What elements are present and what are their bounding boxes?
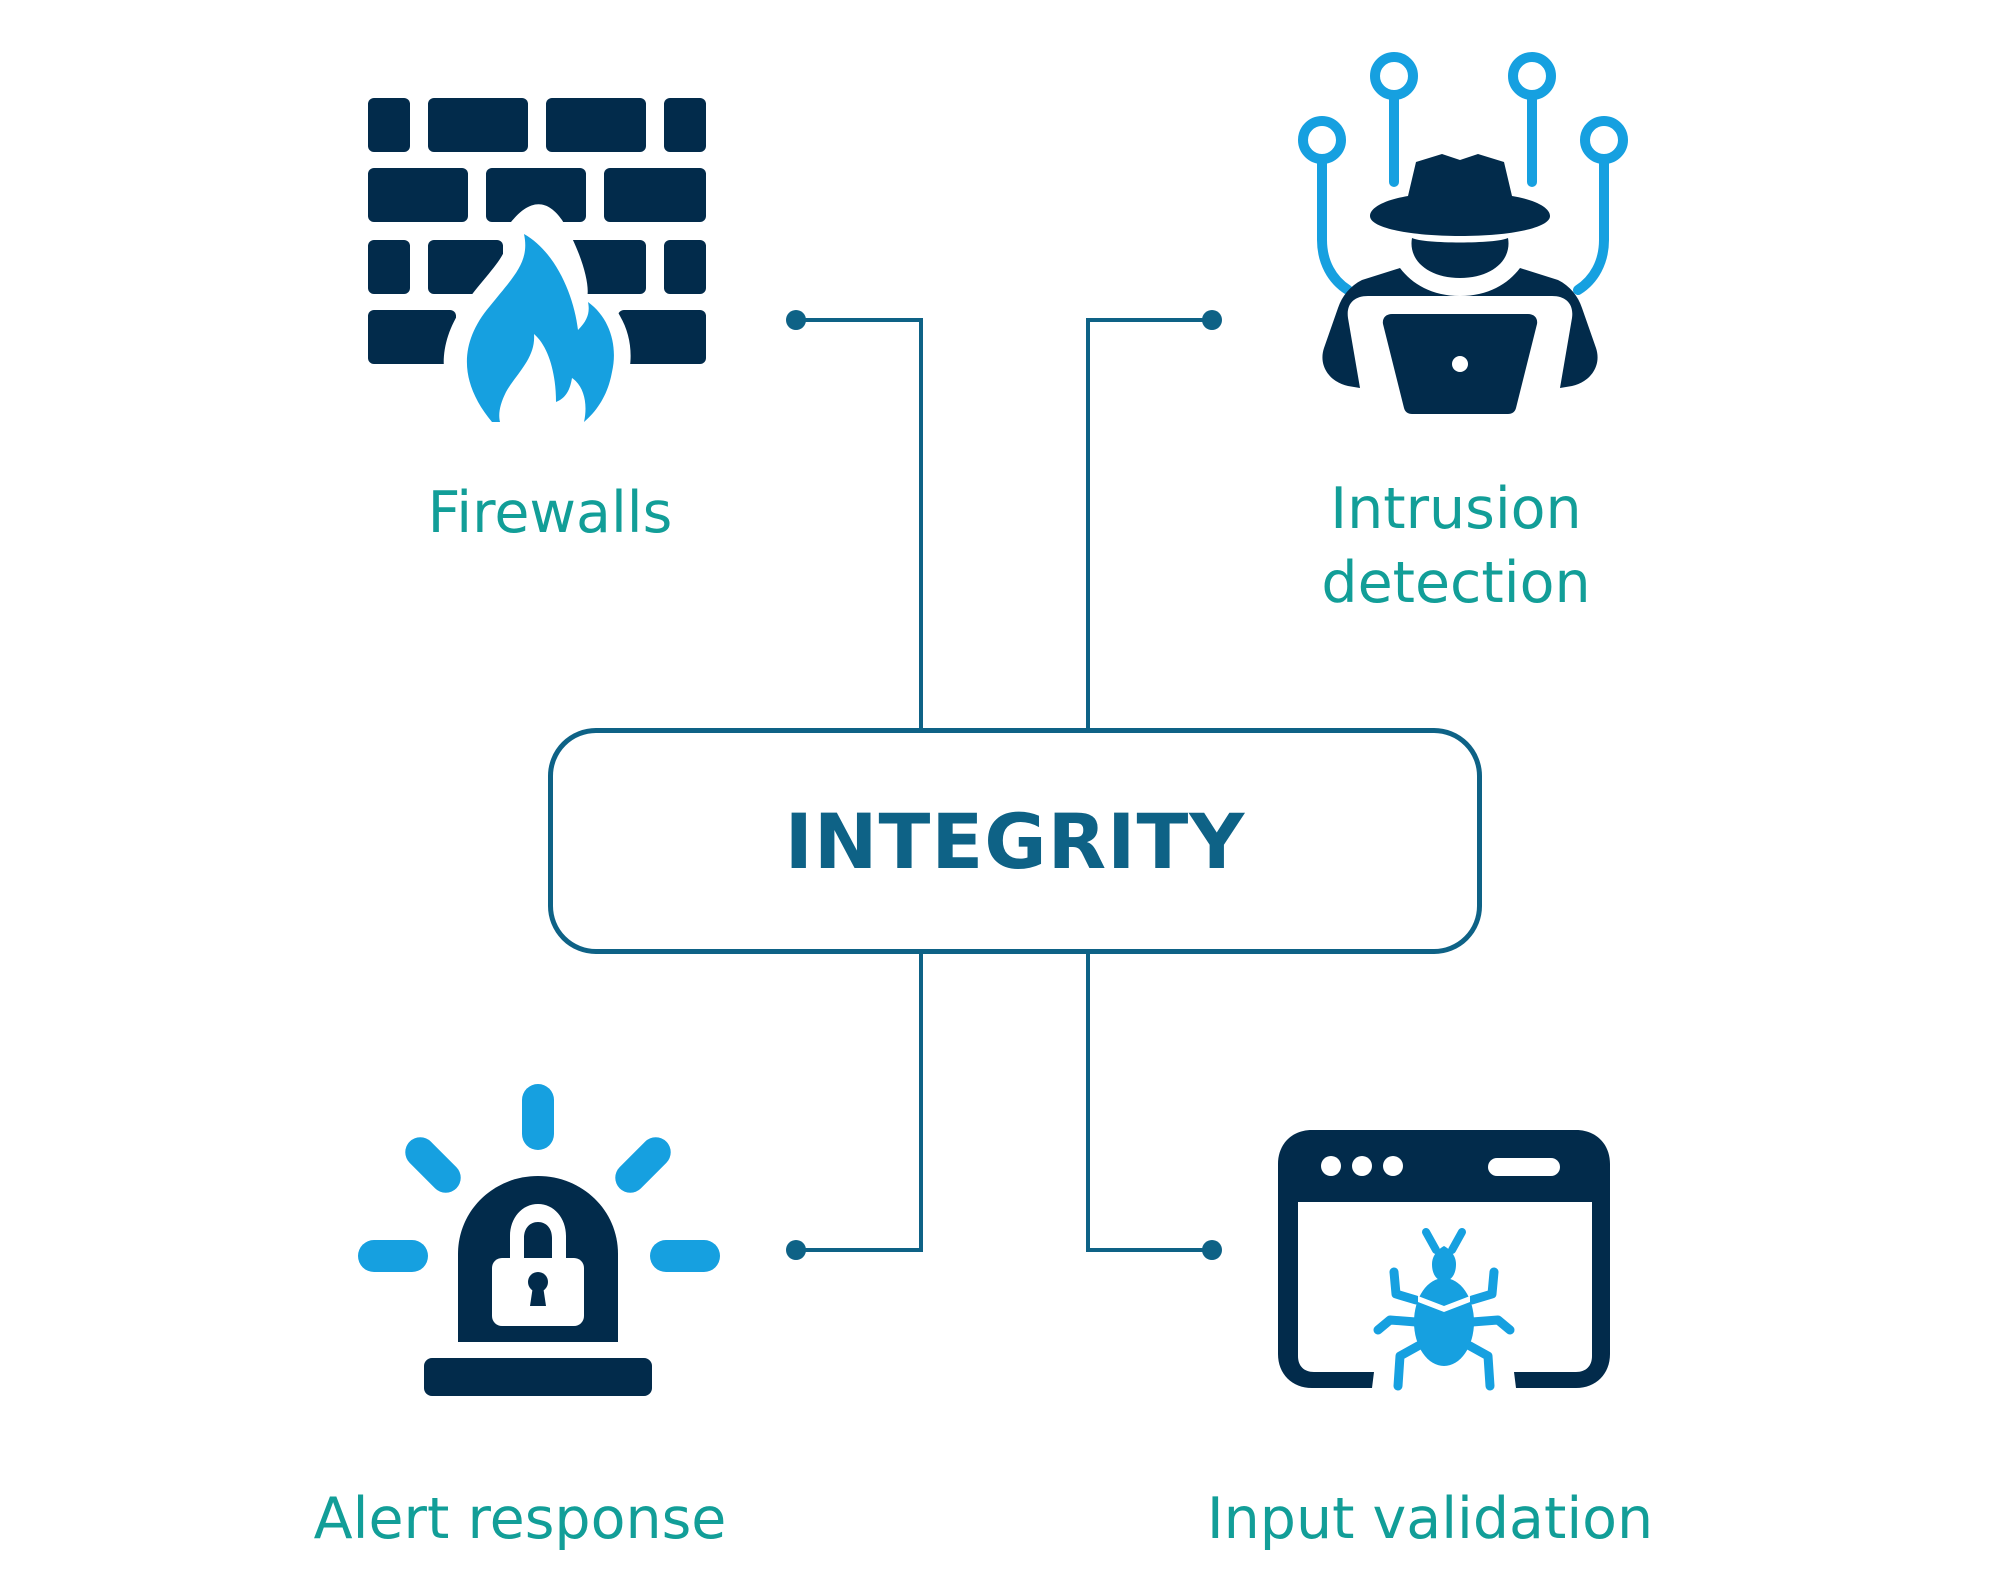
connector-dot-alert-response	[786, 1240, 806, 1260]
connector-dot-intrusion-detection	[1202, 310, 1222, 330]
firewall-icon	[368, 98, 706, 426]
alert-response-label: Alert response	[270, 1482, 770, 1556]
integrity-box: INTEGRITY	[548, 728, 1482, 954]
firewalls-label: Firewalls	[380, 476, 720, 550]
hacker-icon	[1298, 52, 1628, 414]
siren-lock-icon	[358, 1084, 720, 1396]
input-validation-label-text: Input validation	[1206, 1486, 1654, 1552]
connector-intrusion-detection	[1086, 318, 1212, 730]
intrusion-detection-label-line2: detection	[1321, 550, 1591, 616]
firewalls-label-text: Firewalls	[427, 480, 673, 546]
input-validation-label: Input validation	[1180, 1482, 1680, 1556]
browser-bug-icon	[1278, 1130, 1610, 1391]
intrusion-detection-label-line1: Intrusion	[1330, 476, 1582, 542]
connector-firewalls	[796, 318, 923, 730]
connector-input-validation	[1086, 952, 1212, 1252]
connector-dot-firewalls	[786, 310, 806, 330]
connector-alert-response	[796, 952, 923, 1252]
alert-response-label-text: Alert response	[313, 1486, 727, 1552]
integrity-title: INTEGRITY	[784, 796, 1246, 886]
connector-dots	[786, 310, 1222, 1260]
connectors	[796, 318, 1212, 1252]
intrusion-detection-label: Intrusion detection	[1256, 472, 1656, 620]
connector-dot-input-validation	[1202, 1240, 1222, 1260]
